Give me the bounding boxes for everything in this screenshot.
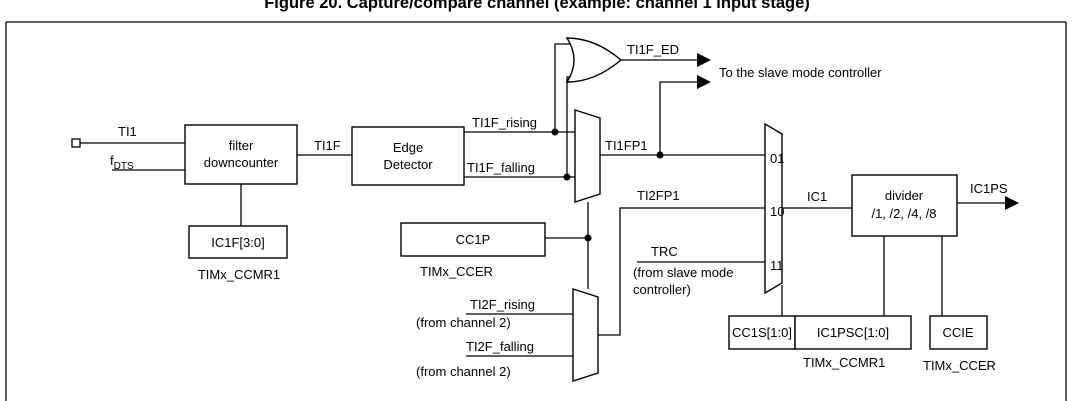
- or-input-b-wire: [566, 76, 573, 177]
- mux-input-01: 01: [770, 151, 784, 166]
- edge-label-2: Detector: [383, 157, 433, 172]
- cc1p-junction: [584, 234, 592, 242]
- ccie-label: CCIE: [942, 325, 973, 340]
- ic1f-register-box: [188, 225, 288, 259]
- ccie-register-box: [929, 315, 988, 350]
- cc1p-register-box: [400, 222, 546, 257]
- ti1fp1-label: TI1FP1: [605, 138, 648, 153]
- ti2fp1-label: TI2FP1: [637, 188, 680, 203]
- fdts-label: fDTS: [110, 153, 134, 172]
- filter-label-2: downcounter: [204, 155, 279, 170]
- or-input-a-wire: [554, 43, 573, 132]
- divider-label-2: /1, /2, /4, /8: [871, 206, 936, 221]
- trc-note-line1: (from slave mode: [633, 265, 733, 280]
- ti2fp1-wire: [598, 207, 765, 336]
- ic1psc-label: IC1PSC[1:0]: [817, 325, 889, 340]
- ccer-cc1p-label: TIMx_CCER: [420, 264, 493, 279]
- slave-mode-label: To the slave mode controller: [719, 65, 882, 80]
- ccmr1-filter-label: TIMx_CCMR1: [198, 267, 280, 282]
- ic1f-label: IC1F[3:0]: [211, 235, 264, 250]
- from-channel2-label-b: (from channel 2): [416, 364, 511, 379]
- filter-label: filter: [229, 138, 254, 153]
- ti1f-ed-label: TI1F_ED: [627, 42, 679, 57]
- trc-note-line2: controller): [633, 282, 691, 297]
- from-channel2-label-a: (from channel 2): [416, 315, 511, 330]
- ccer-ccie-label: TIMx_CCER: [923, 358, 996, 373]
- filter-block: [184, 124, 298, 185]
- mux-input-11: 11: [770, 258, 784, 273]
- channel2-mux: [572, 288, 599, 382]
- ti2f-falling-label: TI2F_falling: [466, 339, 534, 354]
- edge-detector-block: [351, 126, 465, 186]
- mux-input-10: 10: [770, 204, 784, 219]
- ti1f-ed-arrow: [697, 53, 711, 67]
- edge-label: Edge: [393, 140, 423, 155]
- ic1psc-register-box: [794, 315, 912, 350]
- cc1s-register-box: [728, 315, 796, 350]
- trc-label: TRC: [651, 244, 678, 259]
- edge-polarity-mux: [574, 109, 601, 203]
- cc1p-label: CC1P: [456, 232, 491, 247]
- figure-title: Figure 20. Capture/compare channel (exam…: [264, 0, 810, 12]
- divider-label: divider: [885, 188, 924, 203]
- ic1ps-arrow: [1005, 196, 1019, 210]
- ic1ps-label: IC1PS: [970, 181, 1008, 196]
- slave-mode-arrow: [697, 75, 711, 89]
- ti2f-rising-label: TI2F_rising: [470, 297, 535, 312]
- ic1-label: IC1: [807, 189, 827, 204]
- or-gate: [565, 37, 623, 83]
- ti1f-rising-label: TI1F_rising: [472, 115, 537, 130]
- cc1s-label: CC1S[1:0]: [732, 325, 792, 340]
- ti1f-label: TI1F: [314, 138, 341, 153]
- figure-frame: [5, 21, 1067, 401]
- slave-mode-wire: [659, 81, 697, 155]
- ccmr1-bottom-label: TIMx_CCMR1: [803, 355, 885, 370]
- input-terminal: [71, 138, 81, 148]
- ti1f-falling-label: TI1F_falling: [467, 160, 535, 175]
- divider-block: [851, 174, 958, 237]
- input-select-mux: [764, 122, 783, 295]
- ti1-label: TI1: [118, 124, 137, 139]
